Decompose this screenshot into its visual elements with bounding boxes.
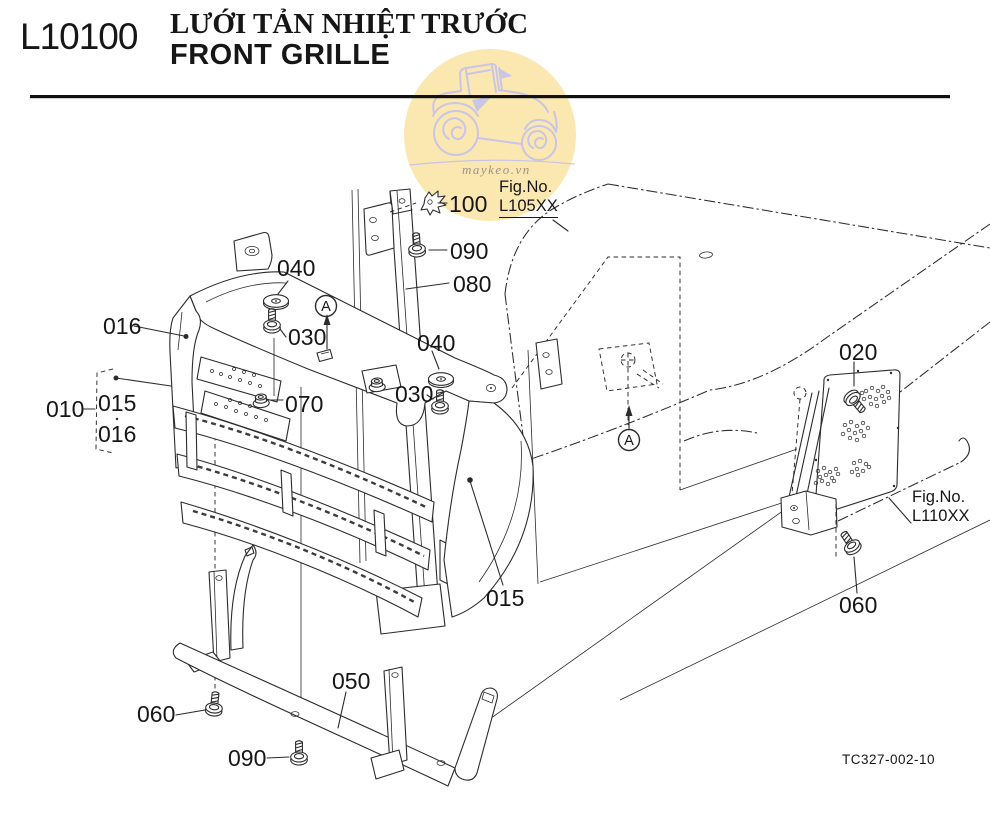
tractor-art-icon: [409, 63, 575, 166]
clip-100-part: [420, 190, 447, 216]
drawing-number: TC327-002-10: [842, 752, 936, 767]
header-rule: [30, 95, 950, 99]
view-marker-letter: A: [624, 433, 634, 449]
part-callout-016-group: 016: [98, 421, 137, 447]
view-marker-letter: A: [321, 299, 331, 315]
leader-lines: [83, 202, 912, 759]
watermark-logo: [404, 49, 576, 221]
part-callout-080: 080: [453, 271, 492, 297]
perforation-pattern: [813, 384, 892, 487]
part-callout-070: 070: [285, 391, 324, 417]
part-callout-015-body: 015: [486, 585, 525, 611]
figure-code: L10100: [20, 16, 138, 57]
fasteners: [204, 231, 871, 766]
hood-outline: [504, 183, 990, 585]
figure-ref-label: Fig.No.: [912, 488, 966, 506]
view-marker-a-right: A: [617, 405, 641, 452]
part-callout-090-upper: 090: [450, 238, 489, 264]
part-callout-100: 100: [449, 191, 488, 217]
page-title-english: FRONT GRILLE: [170, 39, 391, 71]
part-callout-040-left: 040: [277, 255, 316, 281]
part-callout-060-left: 060: [137, 701, 176, 727]
part-callout-030-left: 030: [288, 324, 327, 350]
front-grille-illustration: [169, 231, 534, 712]
figure-ref-code: L105XX: [499, 197, 558, 218]
bolt-060-left-icon: [204, 690, 225, 718]
part-callout-030-mid: 030: [395, 381, 434, 407]
lower-bracket-050: [172, 544, 498, 787]
hood-bracket: [535, 338, 563, 390]
chassis-reference-lines: [479, 437, 990, 727]
page-title-vietnamese: LƯỚI TẢN NHIỆT TRƯỚC: [170, 8, 529, 40]
figure-ref-l110xx: Fig.No. L110XX: [912, 488, 970, 526]
part-callout-020: 020: [839, 339, 878, 365]
part-callout-010: 010: [46, 396, 85, 422]
part-callout-060-right: 060: [839, 592, 878, 618]
figure-ref-label: Fig.No.: [499, 178, 553, 196]
view-marker-a-left: A: [314, 294, 338, 363]
part-callout-016-upper: 016: [103, 313, 142, 339]
side-panel: [780, 369, 901, 560]
part-callout-050: 050: [332, 668, 371, 694]
screw-090-lower-icon: [290, 740, 308, 766]
part-callout-090-lower: 090: [228, 745, 267, 771]
figure-ref-code: L110XX: [912, 507, 970, 525]
watermark-site-text: maykeo.vn: [462, 162, 531, 177]
washer-040-left-icon: [262, 294, 290, 311]
part-callout-015-group: 015: [98, 390, 137, 416]
bolt-060-right-icon: [835, 527, 864, 558]
figure-ref-l105xx: Fig.No. L105XX: [499, 178, 558, 218]
part-callout-040-mid: 040: [417, 330, 456, 356]
